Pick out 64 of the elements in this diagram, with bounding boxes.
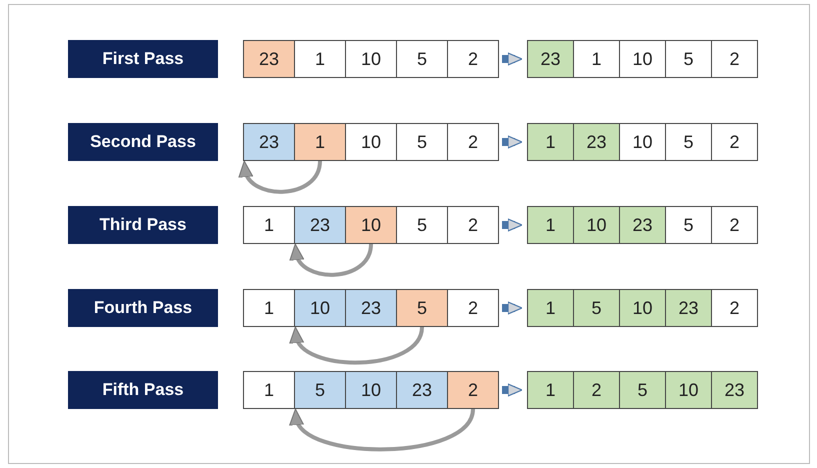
- array-cell: 23: [665, 289, 712, 327]
- array-cell: 2: [711, 206, 758, 244]
- pass-label: Fifth Pass: [68, 371, 218, 409]
- array-cell: 2: [447, 371, 499, 409]
- pass-label: Fourth Pass: [68, 289, 218, 327]
- array-cell: 10: [345, 206, 397, 244]
- array-cell: 5: [294, 371, 346, 409]
- array-cell: 2: [711, 289, 758, 327]
- array-cell: 10: [345, 123, 397, 161]
- array-cell: 2: [711, 123, 758, 161]
- array-cell: 5: [665, 123, 712, 161]
- pass-label: Second Pass: [68, 123, 218, 161]
- array-cell: 10: [294, 289, 346, 327]
- array-cell: 23: [243, 123, 295, 161]
- array-cell: 10: [573, 206, 620, 244]
- array-cell: 2: [447, 289, 499, 327]
- array-cell: 2: [573, 371, 620, 409]
- array-cell: 1: [527, 289, 574, 327]
- array-cell: 10: [665, 371, 712, 409]
- array-cell: 23: [711, 371, 758, 409]
- pass-label: Third Pass: [68, 206, 218, 244]
- arrow: [502, 301, 523, 315]
- array-cell: 1: [573, 40, 620, 78]
- curved-arrow: [291, 244, 373, 277]
- array-cell: 23: [243, 40, 295, 78]
- array-cell: 5: [665, 40, 712, 78]
- arrow: [502, 383, 523, 397]
- curved-arrow: [292, 326, 424, 364]
- array-cell: 5: [573, 289, 620, 327]
- array-cell: 5: [396, 123, 448, 161]
- array-cell: 1: [527, 371, 574, 409]
- array-cell: 1: [294, 123, 346, 161]
- array-cell: 10: [345, 40, 397, 78]
- array-cell: 1: [527, 123, 574, 161]
- pass-label: First Pass: [68, 40, 218, 78]
- array-cell: 5: [396, 289, 448, 327]
- array-cell: 23: [573, 123, 620, 161]
- array-cell: 5: [396, 206, 448, 244]
- curved-arrow: [240, 160, 322, 194]
- arrow: [502, 52, 523, 66]
- array-cell: 1: [243, 289, 295, 327]
- array-cell: 1: [243, 371, 295, 409]
- array-cell: 10: [345, 371, 397, 409]
- array-cell: 2: [711, 40, 758, 78]
- array-cell: 23: [396, 371, 448, 409]
- array-cell: 10: [619, 40, 666, 78]
- arrow: [502, 135, 523, 149]
- array-cell: 2: [447, 206, 499, 244]
- arrow: [502, 218, 523, 232]
- array-cell: 1: [527, 206, 574, 244]
- array-cell: 5: [396, 40, 448, 78]
- array-cell: 1: [243, 206, 295, 244]
- array-cell: 23: [527, 40, 574, 78]
- array-cell: 2: [447, 123, 499, 161]
- array-cell: 1: [294, 40, 346, 78]
- array-cell: 23: [345, 289, 397, 327]
- array-cell: 2: [447, 40, 499, 78]
- array-cell: 5: [665, 206, 712, 244]
- array-cell: 10: [619, 123, 666, 161]
- array-cell: 23: [619, 206, 666, 244]
- curved-arrow: [292, 408, 475, 452]
- array-cell: 5: [619, 371, 666, 409]
- array-cell: 10: [619, 289, 666, 327]
- array-cell: 23: [294, 206, 346, 244]
